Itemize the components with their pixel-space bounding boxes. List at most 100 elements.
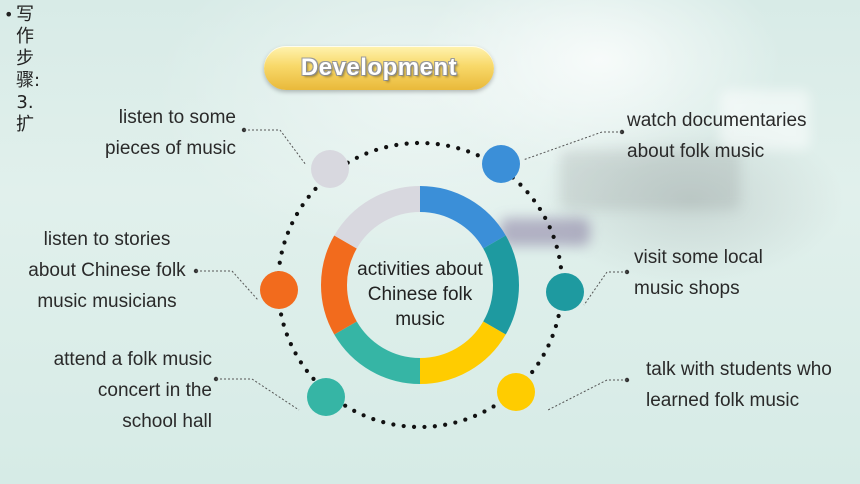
ring-segment bbox=[321, 235, 358, 335]
ring-segment bbox=[419, 186, 506, 249]
orbit-dot bbox=[394, 142, 399, 148]
orbit-dot bbox=[361, 413, 366, 418]
orbit-dot bbox=[281, 322, 286, 327]
orbit-dot bbox=[290, 221, 295, 226]
ring-segment bbox=[419, 321, 506, 384]
label-line: music musicians bbox=[37, 291, 177, 312]
orbit-dot bbox=[530, 369, 535, 375]
label-line: pieces of music bbox=[105, 138, 236, 159]
activity-label-documentaries: watch documentaries about folk music bbox=[627, 105, 807, 167]
orbit-dot bbox=[282, 240, 287, 245]
orbit-dot bbox=[558, 265, 563, 270]
activity-node bbox=[307, 378, 345, 416]
leader-line bbox=[216, 378, 300, 411]
label-line: learned folk music bbox=[646, 390, 800, 411]
center-label: activities about Chinese folk music bbox=[340, 257, 500, 332]
orbit-dot bbox=[313, 186, 318, 191]
orbit-dot bbox=[352, 408, 357, 413]
activity-label-shops: visit some local music shops bbox=[634, 242, 763, 304]
orbit-dot bbox=[401, 423, 406, 429]
orbit-dot bbox=[456, 146, 461, 151]
leader-line bbox=[583, 271, 627, 306]
orbit-dot bbox=[553, 323, 559, 329]
center-line: music bbox=[395, 309, 445, 330]
orbit-dot bbox=[556, 313, 561, 319]
orbit-dot bbox=[306, 194, 311, 199]
activity-label-concert: attend a folk music concert in the schoo… bbox=[22, 344, 212, 437]
orbit-dot bbox=[384, 144, 389, 150]
orbit-dot bbox=[531, 198, 537, 203]
orbit-dot bbox=[475, 153, 480, 158]
bullet-dot: • bbox=[4, 5, 14, 24]
orbit-dot bbox=[311, 376, 316, 382]
orbit-dot bbox=[279, 312, 284, 317]
donut-ring bbox=[321, 186, 519, 384]
activity-node bbox=[260, 271, 298, 309]
orbit-dot bbox=[374, 147, 379, 153]
orbit-dot bbox=[304, 368, 309, 373]
label-line: attend a folk music bbox=[53, 349, 212, 370]
orbit-dot bbox=[381, 420, 386, 425]
orbit-dot bbox=[298, 360, 304, 365]
label-line: watch documentaries bbox=[627, 110, 807, 131]
orbit-dot bbox=[445, 143, 451, 148]
blurred-books bbox=[500, 218, 590, 246]
leader-line bbox=[522, 131, 622, 161]
orbit-dot bbox=[472, 413, 478, 419]
activity-label-students: talk with students who learned folk musi… bbox=[646, 354, 832, 416]
ring-segment bbox=[482, 235, 519, 335]
orbit-dot bbox=[443, 422, 448, 427]
label-line: concert in the bbox=[97, 380, 212, 401]
orbit-dot bbox=[294, 211, 300, 217]
orbit-dot bbox=[453, 420, 458, 425]
orbit-dot bbox=[466, 149, 471, 154]
orbit-dot bbox=[541, 352, 546, 357]
orbit-dot bbox=[537, 206, 542, 212]
ring-segment bbox=[334, 321, 421, 384]
label-line: music shops bbox=[634, 278, 740, 299]
leader-lines bbox=[193, 127, 630, 411]
orbit-dot bbox=[482, 409, 487, 414]
orbit-dot bbox=[414, 140, 420, 146]
orbit-dot bbox=[422, 424, 427, 430]
orbit-dot bbox=[391, 422, 396, 427]
orbit-dot bbox=[354, 155, 359, 160]
label-line: listen to stories bbox=[43, 229, 171, 250]
label-line: visit some local bbox=[634, 247, 763, 268]
orbit-dot bbox=[551, 234, 556, 239]
orbit-dot bbox=[404, 141, 409, 146]
orbit-dot bbox=[277, 260, 282, 265]
orbit-dot bbox=[543, 215, 548, 220]
label-line: about folk music bbox=[627, 141, 765, 162]
orbit-dot bbox=[463, 417, 468, 422]
orbit-dot bbox=[525, 190, 530, 195]
label-line: school hall bbox=[122, 411, 212, 432]
blurred-window bbox=[720, 90, 810, 150]
orbit-dot bbox=[550, 333, 555, 338]
orbit-dot bbox=[300, 203, 305, 208]
orbit-dot bbox=[364, 151, 369, 156]
label-line: listen to some bbox=[118, 107, 236, 128]
orbit-dot bbox=[557, 254, 562, 260]
orbit-dot bbox=[425, 141, 430, 146]
activity-label-listen-music: listen to some pieces of music bbox=[88, 102, 236, 164]
orbit-dot bbox=[554, 244, 559, 249]
orbit-dot bbox=[518, 182, 523, 187]
orbit-dot bbox=[343, 403, 348, 408]
orbit-dot bbox=[371, 417, 376, 422]
development-label: Development bbox=[300, 54, 458, 81]
leader-line bbox=[196, 270, 259, 301]
center-line: activities about bbox=[357, 259, 483, 280]
leader-line bbox=[547, 379, 627, 411]
ring-segment bbox=[334, 186, 421, 249]
orbit-dot bbox=[491, 404, 496, 409]
orbit-dot bbox=[435, 142, 440, 147]
side-title: • 写作步骤:3.扩 bbox=[2, 4, 50, 136]
activity-label-stories: listen to stories about Chinese folk mus… bbox=[12, 224, 202, 317]
orbit-dot bbox=[547, 225, 552, 230]
orbit-dot bbox=[536, 361, 541, 366]
activity-node bbox=[546, 273, 584, 311]
center-line: Chinese folk bbox=[367, 284, 473, 305]
label-line: talk with students who bbox=[646, 359, 832, 380]
